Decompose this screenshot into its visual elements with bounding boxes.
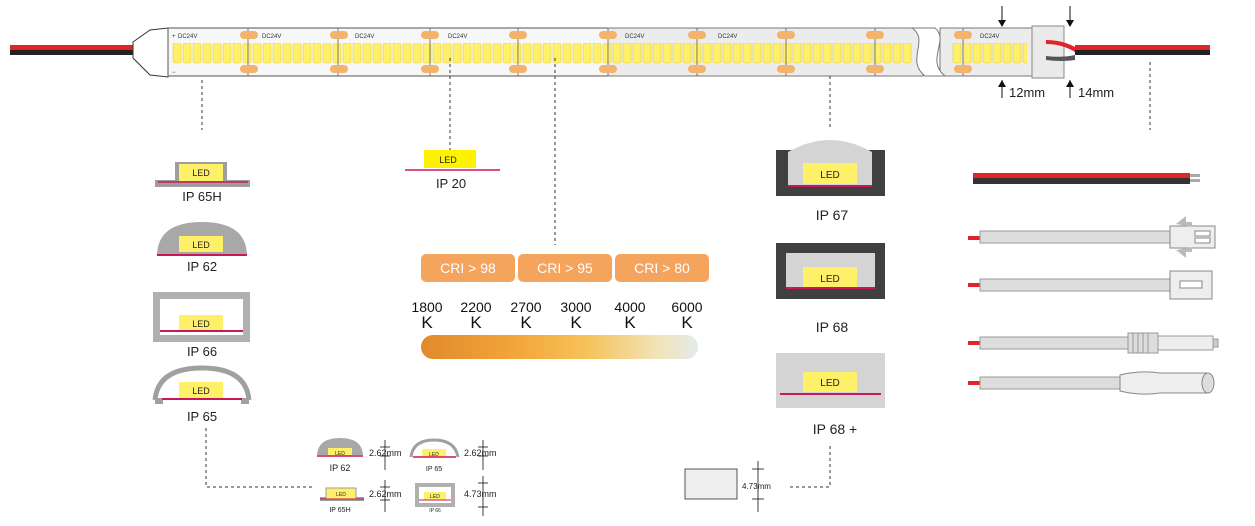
connector-jst bbox=[968, 270, 1213, 300]
output-wire-red bbox=[1075, 45, 1210, 50]
cct-number: 2700 bbox=[510, 299, 542, 315]
cct-unit: K bbox=[624, 313, 636, 332]
led-label: LED bbox=[820, 170, 839, 181]
profile-name: IP 20 bbox=[436, 176, 466, 191]
led-strip: + DC24V DC24V DC24V DC24V DC24V DC24V DC… bbox=[10, 6, 1210, 100]
voltage-label: DC24V bbox=[178, 34, 197, 40]
led-row bbox=[172, 43, 912, 65]
led-label: LED bbox=[820, 378, 839, 389]
dim-profile-ip65h: LED IP 65H 2.62mm bbox=[320, 480, 402, 514]
cri-badge-98: CRI > 98 bbox=[421, 254, 515, 282]
output-wire-black bbox=[1075, 50, 1210, 55]
voltage-label: DC24V bbox=[448, 34, 467, 40]
profile-name: IP 65H bbox=[182, 189, 222, 204]
profile-name: IP 68 bbox=[816, 319, 849, 335]
dim-profile-ip66: LED IP 66 4.73mm bbox=[415, 476, 497, 516]
led-label: LED bbox=[335, 451, 345, 457]
cct-number: 6000 bbox=[671, 299, 703, 315]
cct-number: 2200 bbox=[460, 299, 492, 315]
dim-14mm: 14mm bbox=[1078, 85, 1114, 100]
led-label: LED bbox=[192, 386, 210, 396]
dim-height: 2.62mm bbox=[369, 489, 402, 499]
right-end-cap bbox=[1031, 25, 1065, 79]
dim-profile-ip65: LED IP 65 2.62mm bbox=[409, 438, 497, 473]
profile-ip68: LED IP 68 bbox=[776, 243, 885, 335]
cct-unit: K bbox=[520, 313, 532, 332]
left-end-cap bbox=[132, 27, 169, 78]
led-label: LED bbox=[820, 274, 839, 285]
connector-dc-male bbox=[968, 332, 1219, 354]
profile-ip66: LED IP 66 bbox=[153, 292, 250, 359]
cct-number: 4000 bbox=[614, 299, 646, 315]
cri-badge-80: CRI > 80 bbox=[615, 254, 709, 282]
profile-ip68plus: LED IP 68 + bbox=[776, 353, 885, 437]
profile-ip65: LED IP 65 bbox=[152, 365, 252, 424]
led-label: LED bbox=[336, 492, 346, 498]
voltage-label: DC24V bbox=[355, 34, 374, 40]
profile-ip67: LED IP 67 bbox=[776, 140, 885, 223]
profile-name: IP 62 bbox=[187, 259, 217, 274]
voltage-label: DC24V bbox=[980, 34, 999, 40]
profile-name: IP 65 bbox=[426, 466, 442, 473]
voltage-label: DC24V bbox=[625, 34, 644, 40]
dim-height: 4.73mm bbox=[742, 482, 771, 491]
profile-name: IP 65H bbox=[329, 507, 350, 514]
led-label: LED bbox=[429, 452, 439, 458]
polarity-plus: + bbox=[172, 34, 176, 40]
cct-number: 3000 bbox=[560, 299, 592, 315]
input-wire-black bbox=[10, 50, 135, 55]
dim-height: 2.62mm bbox=[464, 448, 497, 458]
cct-unit: K bbox=[681, 313, 693, 332]
cct-unit: K bbox=[570, 313, 582, 332]
led-label: LED bbox=[430, 494, 440, 500]
profile-ip65h: LED IP 65H bbox=[155, 162, 250, 204]
dim-profile-ip68: 4.73mm bbox=[684, 461, 771, 512]
profile-ip20: LED IP 20 bbox=[405, 150, 500, 191]
voltage-label: DC24V bbox=[718, 34, 737, 40]
cri-badge-95: CRI > 95 bbox=[518, 254, 612, 282]
connector-bare-wire bbox=[973, 173, 1200, 184]
led-label: LED bbox=[192, 319, 210, 329]
profile-name: IP 62 bbox=[330, 463, 351, 473]
cct-unit: K bbox=[470, 313, 482, 332]
connector-clip bbox=[968, 216, 1216, 258]
cct-unit: K bbox=[421, 313, 433, 332]
led-label: LED bbox=[439, 155, 457, 165]
leader-lines bbox=[201, 58, 1151, 488]
profile-name: IP 65 bbox=[187, 409, 217, 424]
input-wire-red bbox=[10, 45, 135, 50]
profile-ip62: LED IP 62 bbox=[157, 222, 247, 274]
dim-12mm: 12mm bbox=[1009, 85, 1045, 100]
profile-name: IP 67 bbox=[816, 207, 849, 223]
connector-dc-female bbox=[968, 371, 1215, 395]
dim-profile-ip62: LED IP 62 2.62mm bbox=[317, 438, 402, 473]
dim-height: 4.73mm bbox=[464, 489, 497, 499]
strip-break bbox=[910, 27, 947, 77]
dim-height: 2.62mm bbox=[369, 448, 402, 458]
voltage-label: DC24V bbox=[262, 34, 281, 40]
cct-gradient-bar bbox=[421, 335, 698, 359]
profile-name: IP 66 bbox=[187, 344, 217, 359]
led-label: LED bbox=[192, 240, 210, 250]
profile-name: IP 66 bbox=[429, 508, 441, 514]
led-label: LED bbox=[192, 168, 210, 178]
polarity-minus: − bbox=[172, 70, 176, 76]
profile-name: IP 68 + bbox=[813, 421, 858, 437]
cct-number: 1800 bbox=[411, 299, 443, 315]
